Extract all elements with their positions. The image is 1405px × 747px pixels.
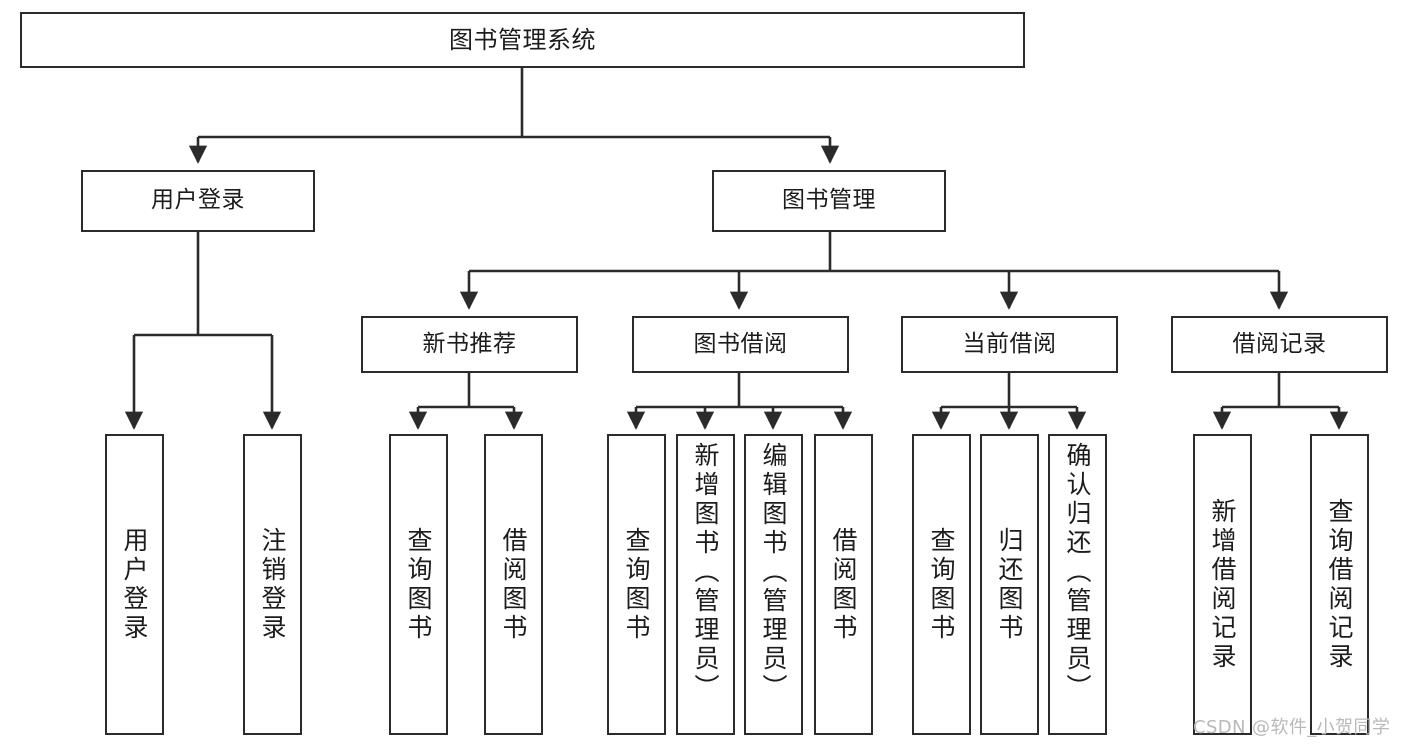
node-current-borrow[interactable]: 当前借阅 xyxy=(901,316,1118,373)
node-borrow-record[interactable]: 借阅记录 xyxy=(1171,316,1388,373)
node-label: 当前借阅 xyxy=(962,330,1057,357)
leaf-return-book[interactable]: 归还图书 xyxy=(980,434,1039,735)
leaf-add-borrow-record[interactable]: 新增借阅记录 xyxy=(1193,434,1252,735)
node-book-borrow[interactable]: 图书借阅 xyxy=(632,316,849,373)
leaf-user-login[interactable]: 用户登录 xyxy=(105,434,164,735)
node-book-management-system[interactable]: 图书管理系统 xyxy=(20,12,1025,68)
node-label: 新书推荐 xyxy=(422,330,517,357)
leaf-edit-book-admin[interactable]: 编辑图书（管理员） xyxy=(744,434,803,735)
node-label: 新增借阅记录 xyxy=(1208,497,1237,672)
node-label: 注销登录 xyxy=(258,526,287,643)
leaf-logout-login[interactable]: 注销登录 xyxy=(243,434,302,735)
node-label: 借阅图书 xyxy=(829,526,858,643)
leaf-add-book-admin[interactable]: 新增图书（管理员） xyxy=(676,434,735,735)
node-new-book-recommend[interactable]: 新书推荐 xyxy=(361,316,578,373)
node-label: 新增图书（管理员） xyxy=(691,442,720,703)
node-label: 查询借阅记录 xyxy=(1325,497,1354,672)
leaf-borrow-book-borrow[interactable]: 借阅图书 xyxy=(814,434,873,735)
node-label: 查询图书 xyxy=(404,526,433,643)
node-label: 图书借阅 xyxy=(693,330,788,357)
node-label: 用户登录 xyxy=(120,526,149,643)
node-label: 图书管理系统 xyxy=(449,25,596,54)
node-label: 归还图书 xyxy=(995,526,1024,643)
node-label: 用户登录 xyxy=(151,187,245,214)
node-label: 借阅记录 xyxy=(1232,330,1327,357)
leaf-query-book-borrow[interactable]: 查询图书 xyxy=(607,434,666,735)
leaf-confirm-return-admin[interactable]: 确认归还（管理员） xyxy=(1048,434,1107,735)
node-label: 查询图书 xyxy=(927,526,956,643)
leaf-query-borrow-record[interactable]: 查询借阅记录 xyxy=(1310,434,1369,735)
leaf-query-book-recommend[interactable]: 查询图书 xyxy=(389,434,448,735)
node-book-management[interactable]: 图书管理 xyxy=(712,170,946,232)
node-label: 图书管理 xyxy=(782,187,876,214)
node-label: 确认归还（管理员） xyxy=(1063,442,1092,703)
csdn-watermark: CSDN @软件_小贺同学 xyxy=(1193,717,1391,738)
node-label: 借阅图书 xyxy=(499,526,528,643)
leaf-borrow-book-recommend[interactable]: 借阅图书 xyxy=(484,434,543,735)
leaf-query-book-current[interactable]: 查询图书 xyxy=(912,434,971,735)
node-label: 查询图书 xyxy=(622,526,651,643)
node-user-login[interactable]: 用户登录 xyxy=(81,170,315,232)
node-label: 编辑图书（管理员） xyxy=(759,442,788,703)
